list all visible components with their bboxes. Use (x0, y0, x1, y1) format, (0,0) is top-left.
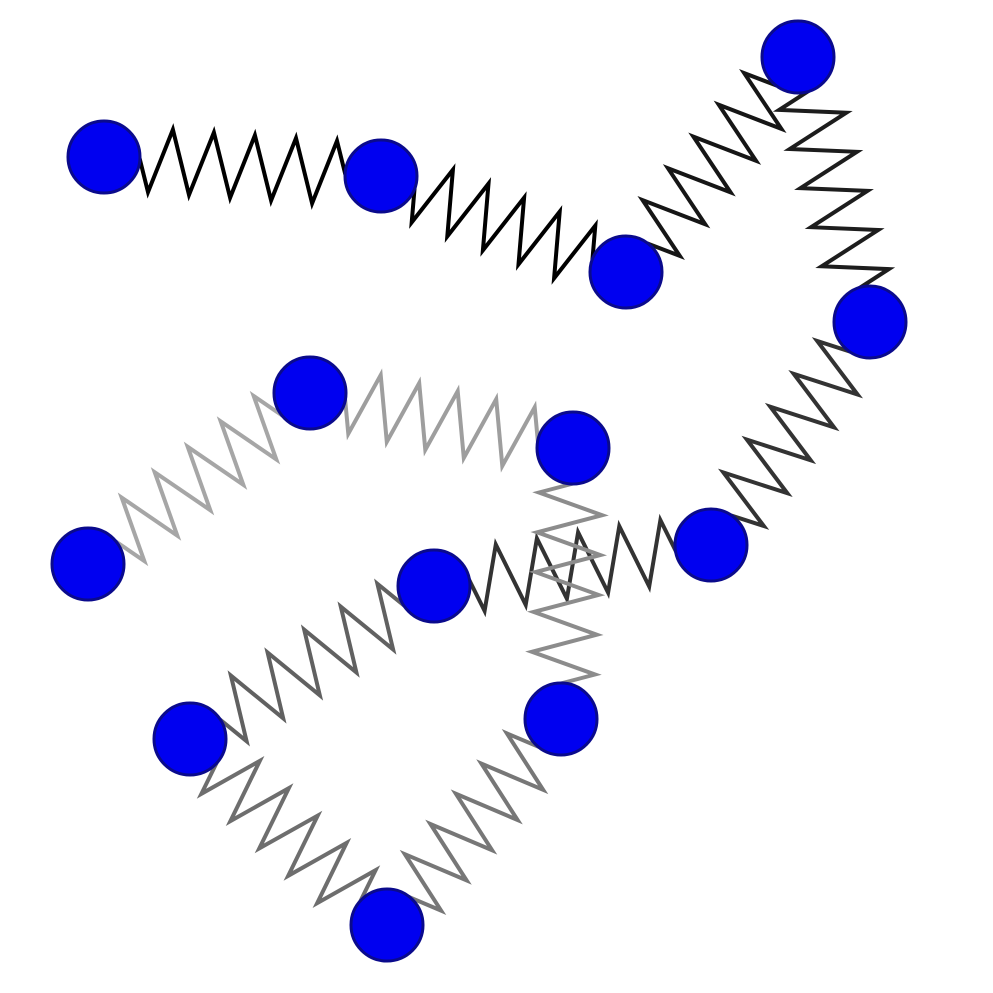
bead-b7 (396, 548, 472, 624)
bead-b11 (535, 410, 611, 486)
beads-layer (50, 19, 908, 963)
spring-b10-b11 (525, 447, 609, 720)
bead-b6 (673, 507, 749, 583)
spring-b9-b10 (385, 717, 563, 927)
bead-b12 (272, 355, 348, 431)
spring-b3-b4 (624, 55, 800, 274)
bead-b2 (343, 138, 419, 214)
bead-b4 (760, 19, 836, 95)
spring-b6-b7 (433, 513, 712, 618)
bead-b9 (349, 887, 425, 963)
spring-b5-b6 (709, 320, 872, 547)
spring-b8-b9 (188, 737, 389, 927)
spring-b4-b5 (772, 56, 896, 323)
bead-b3 (588, 234, 664, 310)
bead-b10 (523, 681, 599, 757)
spring-b11-b12 (309, 368, 574, 473)
bead-b8 (152, 701, 228, 777)
spring-b2-b3 (380, 163, 627, 285)
spring-b1-b2 (103, 123, 382, 210)
bead-b5 (832, 284, 908, 360)
spring-b12-b13 (86, 390, 312, 567)
bead-b13 (50, 526, 126, 602)
bead-b1 (66, 119, 142, 195)
springs-layer (86, 55, 896, 927)
spring-b7-b8 (188, 578, 436, 747)
